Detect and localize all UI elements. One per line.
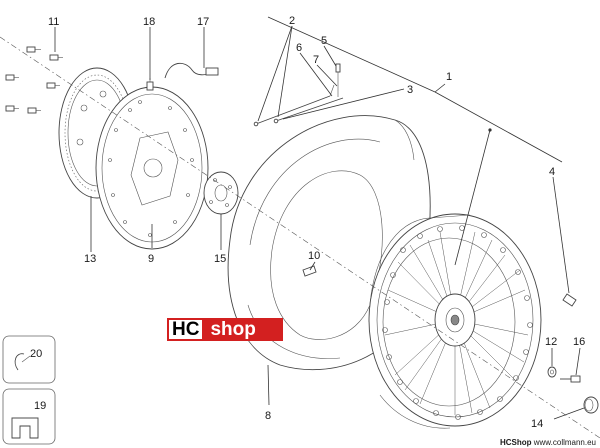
washer-12 (547, 366, 557, 378)
bolt-16 (560, 375, 581, 383)
cap-14 (583, 396, 599, 414)
valve-10 (302, 265, 317, 277)
callout-16: 16 (573, 336, 585, 348)
callout-2: 2 (289, 15, 295, 27)
callout-18: 18 (143, 16, 155, 28)
callout-19: 19 (34, 400, 46, 412)
footer-brand: HCShop (499, 438, 532, 447)
logo-hc-text: HC (167, 318, 205, 341)
spoked-wheel-rim (368, 213, 542, 429)
callout-17: 17 (197, 16, 209, 28)
inset-box-20 (2, 335, 56, 384)
callout-7: 7 (313, 54, 319, 66)
callout-3: 3 (407, 84, 413, 96)
bolt-group-11 (5, 46, 63, 114)
callout-labels: 1 2 3 4 5 6 7 8 9 10 11 12 13 14 15 16 1… (30, 15, 585, 430)
sensor-cable-17 (164, 62, 219, 79)
callout-9: 9 (148, 253, 154, 265)
callout-8: 8 (265, 410, 271, 422)
spoke-rods (253, 63, 344, 127)
callout-14: 14 (531, 418, 543, 430)
footer-credit: HCShop www.collmann.eu (500, 438, 596, 447)
callout-4: 4 (549, 166, 555, 178)
callout-10: 10 (308, 250, 320, 262)
callout-6: 6 (296, 42, 302, 54)
callout-11: 11 (48, 16, 59, 28)
callout-5: 5 (321, 35, 327, 47)
hcshop-watermark-logo: HC shop (167, 318, 283, 341)
callout-13: 13 (84, 253, 96, 265)
spoke-nipple-4 (562, 293, 577, 307)
callout-15: 15 (214, 253, 226, 265)
logo-shop-text: shop (210, 318, 256, 340)
footer-site: www.collmann.eu (533, 438, 596, 447)
inset-box-19 (2, 388, 56, 445)
callout-20: 20 (30, 348, 42, 360)
callout-1: 1 (446, 71, 452, 83)
callout-12: 12 (545, 336, 557, 348)
